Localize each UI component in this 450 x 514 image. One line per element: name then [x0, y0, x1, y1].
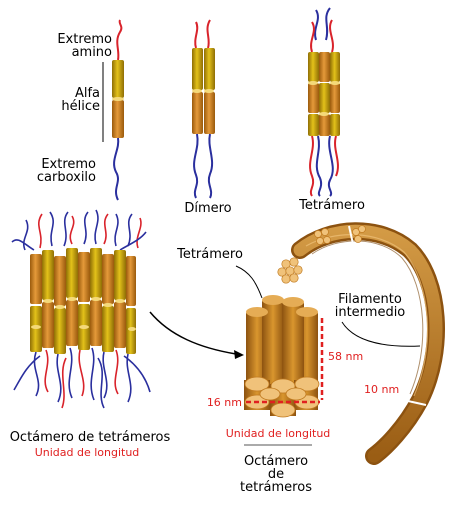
helix-segment — [112, 60, 124, 98]
label-filamento: Filamento — [338, 292, 402, 307]
octamer-cylinder: Tetrámero — [176, 247, 324, 418]
label-octamero-right: Octámero — [244, 454, 308, 469]
label-tetramero-mid: Tetrámero — [176, 247, 243, 262]
arrow-head — [234, 350, 244, 359]
tetramer — [308, 7, 340, 197]
label-octamero-right-2: de — [268, 467, 284, 482]
transition-arrow — [149, 311, 237, 355]
carboxyl-chain — [113, 137, 120, 201]
label-extremo-amino-2: amino — [72, 45, 112, 60]
filamento-pointer — [341, 321, 421, 347]
label-extremo-carboxilo: Extremo — [41, 157, 96, 172]
label-10nm: 10 nm — [364, 383, 399, 396]
label-filamento-2: intermedio — [335, 305, 406, 320]
label-dimero: Dímero — [184, 201, 231, 216]
label-16nm: 16 nm — [207, 396, 242, 409]
label-octamero-left: Octámero de tetrámeros — [10, 430, 171, 445]
label-58nm: 58 nm — [328, 350, 363, 363]
label-extremo-amino: Extremo — [57, 32, 112, 47]
intermediate-filament — [277, 222, 445, 465]
amino-chain — [116, 19, 123, 61]
dimer — [192, 19, 215, 199]
label-alfa-helice: Alfa — [75, 86, 100, 101]
octamer-bundle — [11, 209, 151, 409]
tetramero-pointer — [235, 265, 263, 299]
label-octamero-right-3: tetrámeros — [240, 480, 312, 495]
label-alfa-helice-2: hélice — [61, 99, 100, 114]
label-unidad-left: Unidad de longitud — [35, 446, 140, 459]
label-unidad-right: Unidad de longitud — [226, 427, 331, 440]
monomer — [102, 19, 124, 201]
label-extremo-carboxilo-2: carboxilo — [37, 170, 96, 185]
helix-segment — [112, 100, 124, 138]
label-tetramero-top: Tetrámero — [298, 198, 365, 213]
